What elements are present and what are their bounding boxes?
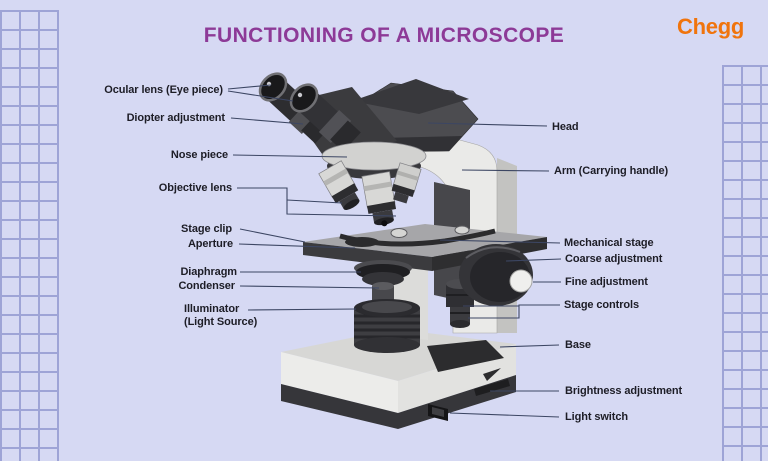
label-head: Head [552, 121, 579, 133]
label-mechanical-stage: Mechanical stage [564, 237, 654, 249]
leader-lines [227, 84, 562, 418]
label-aperture: Aperture [187, 238, 233, 250]
page-title: FUNCTIONING OF A MICROSCOPE [203, 24, 565, 47]
label-light-switch: Light switch [565, 411, 628, 423]
label-stage-clip: Stage clip [181, 223, 232, 235]
label-base: Base [565, 339, 591, 351]
label-diopter-adjustment: Diopter adjustment [126, 112, 226, 124]
label-nose-piece: Nose piece [170, 149, 228, 161]
label-ocular-lens: Ocular lens (Eye piece) [104, 84, 223, 96]
label-illuminator: Illuminator (Light Source) [184, 303, 258, 328]
label-fine-adjustment: Fine adjustment [565, 276, 648, 288]
label-coarse-adjustment: Coarse adjustment [565, 253, 663, 265]
label-diaphragm: Diaphragm [180, 266, 237, 278]
label-brightness-adjustment: Brightness adjustment [565, 385, 683, 397]
label-objective-lens: Objective lens [158, 182, 232, 194]
label-stage-controls: Stage controls [564, 299, 640, 311]
label-arm: Arm (Carrying handle) [554, 165, 669, 177]
grid-pattern-right [722, 65, 768, 461]
grid-pattern-left [0, 10, 59, 461]
chegg-logo: Chegg [677, 14, 744, 39]
label-condenser: Condenser [178, 280, 235, 292]
